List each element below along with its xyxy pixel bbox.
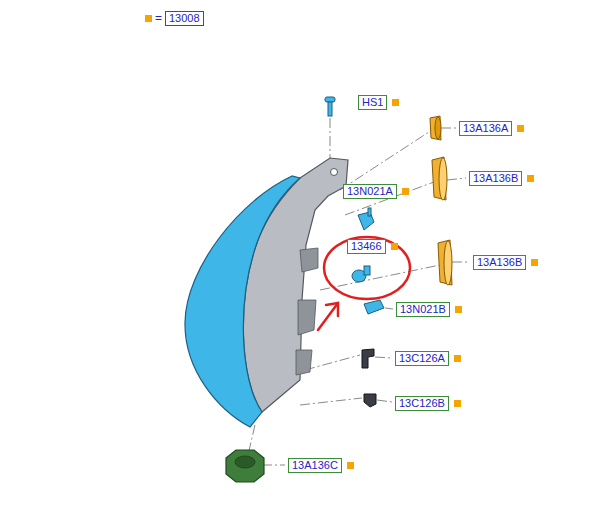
callout-box: 13N021B — [396, 302, 450, 317]
nut — [226, 450, 264, 482]
callout-box: HS1 — [358, 95, 387, 110]
marker-square — [392, 99, 399, 106]
callout-number: 13C126A — [399, 352, 445, 364]
clips — [362, 349, 376, 407]
callout-box: 13A136B — [469, 171, 522, 186]
highlight-circle — [324, 237, 410, 299]
marker-square — [347, 462, 354, 469]
marker-square — [454, 355, 461, 362]
equals-sign: = — [155, 11, 162, 25]
marker-square — [145, 15, 152, 22]
marker-square — [455, 306, 462, 313]
marker-square — [402, 188, 409, 195]
callout-box: 13A136C — [288, 458, 342, 473]
callout-number: 13A136B — [477, 256, 522, 268]
callout-box: 13N021A — [343, 184, 397, 199]
screw — [325, 97, 335, 116]
callout-box: 13466 — [347, 239, 386, 254]
callout-number: 13A136C — [292, 459, 338, 471]
callout-number: 13A136B — [473, 172, 518, 184]
highlight-arrow — [318, 303, 338, 330]
callout-box: 13C126A — [395, 351, 449, 366]
marker-square — [531, 259, 538, 266]
callout-number: 13N021A — [347, 185, 393, 197]
callout-box: 13A136A — [459, 121, 512, 136]
callout-number: 13008 — [169, 12, 200, 24]
callout-box: 13008 — [165, 11, 204, 26]
callout-box: 13C126B — [395, 396, 449, 411]
marker-square — [527, 175, 534, 182]
callout-number: 13A136A — [463, 122, 508, 134]
callout-number: HS1 — [362, 96, 383, 108]
marker-square — [454, 400, 461, 407]
mount-hole — [331, 169, 338, 176]
callout-number: 13N021B — [400, 303, 446, 315]
housing-detail — [296, 248, 318, 375]
callout-number: 13466 — [351, 240, 382, 252]
marker-square — [391, 243, 398, 250]
lamp-lens — [185, 176, 300, 427]
marker-square — [517, 125, 524, 132]
callout-number: 13C126B — [399, 397, 445, 409]
grommets — [430, 116, 452, 285]
callout-box: 13A136B — [473, 255, 526, 270]
